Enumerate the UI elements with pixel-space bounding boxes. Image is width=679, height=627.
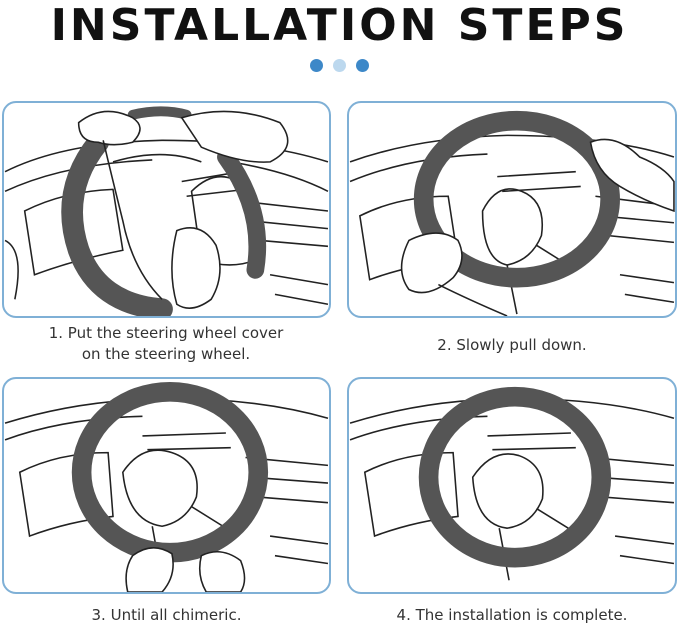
page-title: INSTALLATION STEPS [0, 2, 679, 50]
step-4-caption-line-1: 4. The installation is complete. [347, 605, 677, 626]
carousel-dots [0, 59, 679, 72]
carousel-dot-3[interactable] [356, 59, 369, 72]
step-1-illustration [2, 101, 331, 318]
step-4-caption: 4. The installation is complete. [347, 605, 677, 626]
step-1-caption-line-2: on the steering wheel. [10, 344, 322, 365]
step-2-caption: 2. Slowly pull down. [347, 335, 677, 356]
step-1-caption-line-1: 1. Put the steering wheel cover [10, 323, 322, 344]
step-3-caption-line-1: 3. Until all chimeric. [2, 605, 331, 626]
step-1-caption: 1. Put the steering wheel cover on the s… [10, 323, 322, 365]
step-2-illustration [347, 101, 677, 318]
step-2-caption-line-1: 2. Slowly pull down. [347, 335, 677, 356]
carousel-dot-1[interactable] [310, 59, 323, 72]
carousel-dot-2[interactable] [333, 59, 346, 72]
step-3-illustration [2, 377, 331, 594]
step-3-caption: 3. Until all chimeric. [2, 605, 331, 626]
step-4-illustration [347, 377, 677, 594]
